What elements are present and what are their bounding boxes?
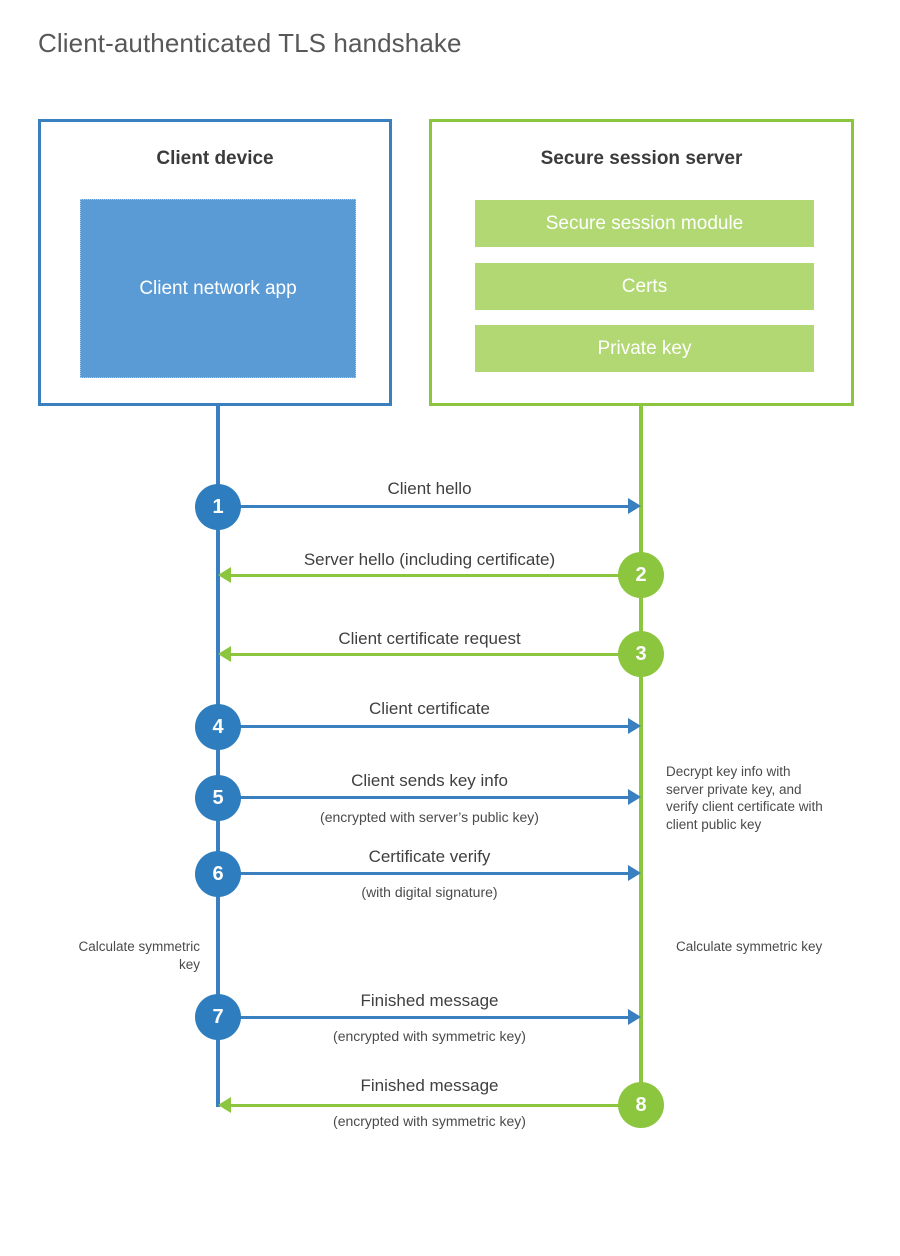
step-5-sublabel: (encrypted with server’s public key) (320, 809, 539, 825)
step-7-arrow-head (628, 1009, 641, 1025)
step-7-arrow-line (218, 1016, 628, 1019)
step-6-sublabel: (with digital signature) (361, 884, 498, 900)
client-lifeline (216, 404, 220, 1107)
step-8-circle[interactable]: 8 (618, 1082, 664, 1128)
step-5-label: Client sends key info (351, 771, 508, 790)
step-5-arrow-head (628, 789, 641, 805)
server-module-certs: Certs (475, 263, 814, 310)
client-calculate-symmetric-key-annotation: Calculate symmetric key (78, 939, 200, 972)
step-3-circle[interactable]: 3 (618, 631, 664, 677)
step-3-label: Client certificate request (338, 629, 521, 648)
step-1-arrow-head (628, 498, 641, 514)
client-device-box: Client device Client network app (38, 119, 392, 406)
step-8-arrow-line (231, 1104, 641, 1107)
secure-session-server-box: Secure session server Secure session mod… (429, 119, 854, 406)
step-2-arrow-head (218, 567, 231, 583)
step-8-label: Finished message (360, 1076, 499, 1095)
step-7-label: Finished message (360, 991, 499, 1010)
step-3-arrow-line (231, 653, 641, 656)
step-4-arrow-line (218, 725, 628, 728)
server-lifeline (639, 404, 643, 1107)
step-4-label: Client certificate (369, 699, 490, 718)
server-module-private-key: Private key (475, 325, 814, 372)
secure-session-server-title: Secure session server (540, 148, 743, 169)
step-6-arrow-line (218, 872, 628, 875)
step-2-arrow-line (231, 574, 641, 577)
step-1-circle[interactable]: 1 (195, 484, 241, 530)
step-8-arrow-head (218, 1097, 231, 1113)
step-6-label: Certificate verify (368, 847, 491, 866)
client-device-title: Client device (156, 148, 274, 169)
step-5-circle[interactable]: 5 (195, 775, 241, 821)
step-1-label: Client hello (387, 479, 472, 498)
step-6-circle[interactable]: 6 (195, 851, 241, 897)
step-6-arrow-head (628, 865, 641, 881)
step-7-circle[interactable]: 7 (195, 994, 241, 1040)
step-4-circle[interactable]: 4 (195, 704, 241, 750)
step-1-arrow-line (218, 505, 628, 508)
server-module-secure-session-module: Secure session module (475, 200, 814, 247)
step-2-circle[interactable]: 2 (618, 552, 664, 598)
step-7-sublabel: (encrypted with symmetric key) (333, 1028, 526, 1044)
step-3-arrow-head (218, 646, 231, 662)
server-decrypt-annotation: Decrypt key info with server private key… (666, 764, 823, 832)
step-2-label: Server hello (including certificate) (303, 550, 556, 569)
step-4-arrow-head (628, 718, 641, 734)
step-8-sublabel: (encrypted with symmetric key) (333, 1113, 526, 1129)
server-calculate-symmetric-key-annotation: Calculate symmetric key (676, 939, 823, 954)
client-network-app-label: Client network app (139, 278, 297, 299)
page-title: Client-authenticated TLS handshake (38, 28, 462, 58)
client-network-app-block: Client network app (80, 199, 356, 378)
step-5-arrow-line (218, 796, 628, 799)
